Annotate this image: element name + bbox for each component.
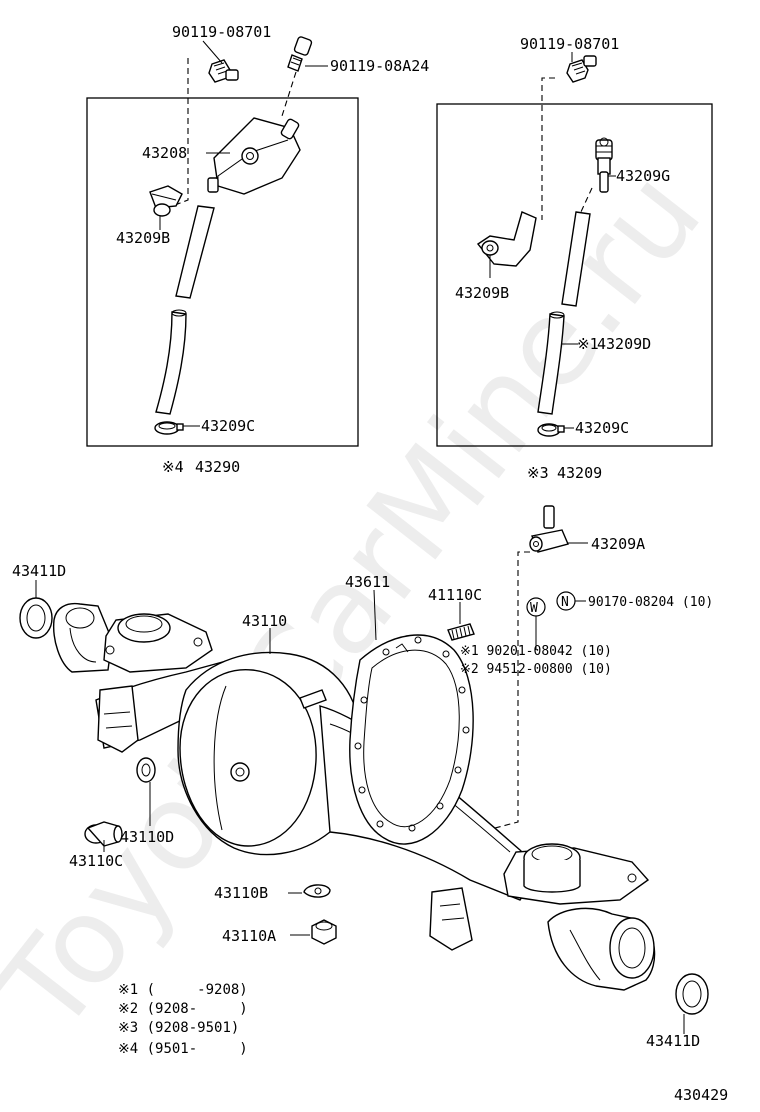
label-nipple: 90119-08A24 (330, 57, 429, 75)
washer-symbol-text: W (530, 601, 538, 616)
gasket-drawing (349, 634, 474, 845)
hose-right-upper (561, 211, 591, 307)
assembly-box-left (86, 97, 359, 447)
nipple-drawing (287, 36, 313, 72)
plug-gasket-drawing (136, 757, 156, 783)
label-plug-gasket: 43110D (120, 828, 174, 846)
label-bolt-right: 90119-08701 (520, 35, 619, 53)
note-1: ※1 ( -9208) (118, 982, 248, 998)
nut-symbol-text: N (561, 595, 569, 610)
oil-seal-left-drawing (19, 597, 53, 639)
label-bracket-a: 43110A (222, 927, 276, 945)
bracket-a-drawing (311, 919, 337, 945)
note-3: ※3 (9208-9501) (118, 1020, 239, 1036)
label-assy-right-mark: ※3 (527, 464, 549, 482)
label-union: 43209G (616, 167, 670, 185)
breather-plug-drawing (529, 505, 569, 553)
note-4: ※4 (9501- ) (118, 1041, 248, 1057)
hose-clamp-left-drawing (154, 421, 184, 435)
hose-left-upper (175, 205, 215, 299)
label-oil-seal-right: 43411D (646, 1032, 700, 1050)
label-assy-left: 43290 (195, 458, 240, 476)
label-oil-seal-left: 43411D (12, 562, 66, 580)
breather-cover-drawing (207, 117, 301, 195)
clamp-left-drawing (149, 185, 183, 217)
union-drawing (595, 137, 613, 193)
label-clamp-right: 43209B (455, 284, 509, 302)
stud-drawing (447, 623, 475, 641)
hose-clamp-right-drawing (537, 423, 565, 437)
label-hose-right: 43209D (597, 335, 651, 353)
label-housing: 43110 (242, 612, 287, 630)
label-bracket-b: 43110B (214, 884, 268, 902)
label-stud: 41110C (428, 586, 482, 604)
note-2: ※2 (9208- ) (118, 1001, 248, 1017)
label-assy-right: 43209 (557, 464, 602, 482)
label-hose-clamp-left: 43209C (201, 417, 255, 435)
label-washer-1: ※1 90201-08042 (10) (460, 644, 612, 659)
assembly-box-right (436, 103, 713, 447)
label-gasket: 43611 (345, 573, 390, 591)
breather-assembly-right (436, 52, 713, 447)
label-breather-cover: 43208 (142, 144, 187, 162)
label-nut: 90170-08204 (10) (588, 595, 713, 610)
hose-right-lower (537, 313, 565, 415)
bracket-b-drawing (303, 884, 331, 898)
label-clamp-left: 43209B (116, 229, 170, 247)
label-breather-plug: 43209A (591, 535, 645, 553)
washer-symbol: W (526, 597, 546, 617)
label-hose-right-mark: ※1 (577, 335, 599, 353)
label-plug: 43110C (69, 852, 123, 870)
oil-seal-right-drawing (675, 973, 709, 1015)
label-hose-clamp-right: 43209C (575, 419, 629, 437)
label-washer-2: ※2 94512-00800 (10) (460, 662, 612, 677)
clamp-right-drawing (476, 211, 537, 267)
bolt-right-drawing (566, 55, 597, 83)
nut-symbol: N (556, 591, 576, 611)
hose-left-lower (155, 311, 187, 415)
breather-assembly-left (86, 36, 359, 447)
diagram-id: 430429 (674, 1086, 728, 1104)
label-bolt-left: 90119-08701 (172, 23, 271, 41)
label-assy-left-mark: ※4 (162, 458, 184, 476)
plug-drawing (84, 821, 123, 847)
bolt-left-drawing (208, 59, 239, 83)
